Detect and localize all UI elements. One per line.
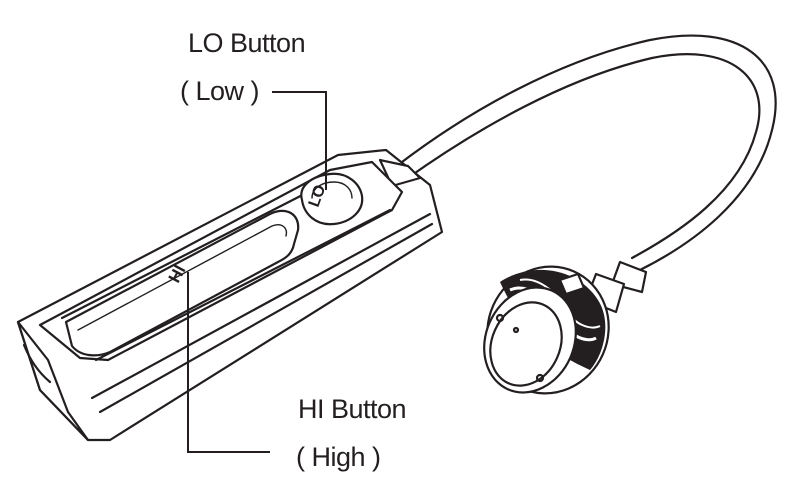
hi-callout-subtitle: ( High ) — [296, 442, 381, 472]
connector-plug — [483, 260, 648, 395]
lo-callout-title: LO Button — [188, 28, 305, 58]
hi-marking: HI — [165, 262, 190, 286]
lo-leader-line — [272, 91, 327, 190]
lo-callout-subtitle: ( Low ) — [180, 76, 259, 106]
hi-button: HI — [64, 209, 300, 357]
leader-lines — [187, 91, 327, 453]
lo-marking: LO — [306, 183, 330, 210]
hi-leader-line — [187, 272, 270, 453]
hi-callout-title: HI Button — [298, 394, 406, 424]
cable — [396, 34, 777, 272]
hi-callout: HI Button ( High ) — [296, 394, 407, 472]
lo-callout: LO Button ( Low ) — [180, 28, 306, 106]
lo-button: LO — [300, 172, 364, 226]
